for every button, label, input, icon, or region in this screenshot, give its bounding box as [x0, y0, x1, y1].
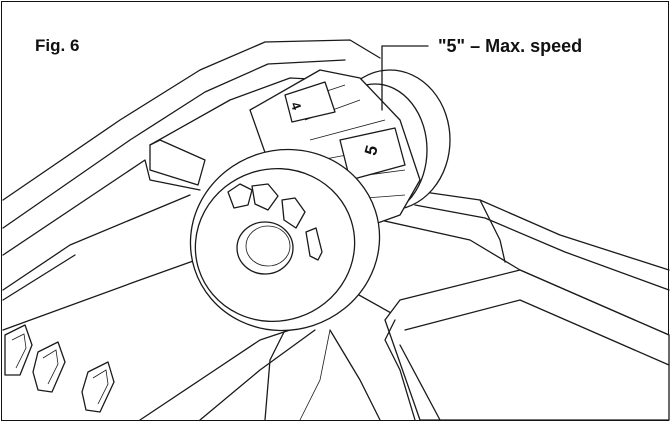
figure-label: Fig. 6 — [35, 36, 80, 55]
side-buttons — [4, 324, 115, 413]
callout-leader — [381, 45, 429, 111]
right-arm — [349, 189, 670, 421]
left-arm — [2, 39, 381, 301]
base — [2, 254, 381, 421]
callout-label: "5" – Max. speed — [438, 36, 583, 56]
speed-bars-icon — [227, 183, 323, 261]
